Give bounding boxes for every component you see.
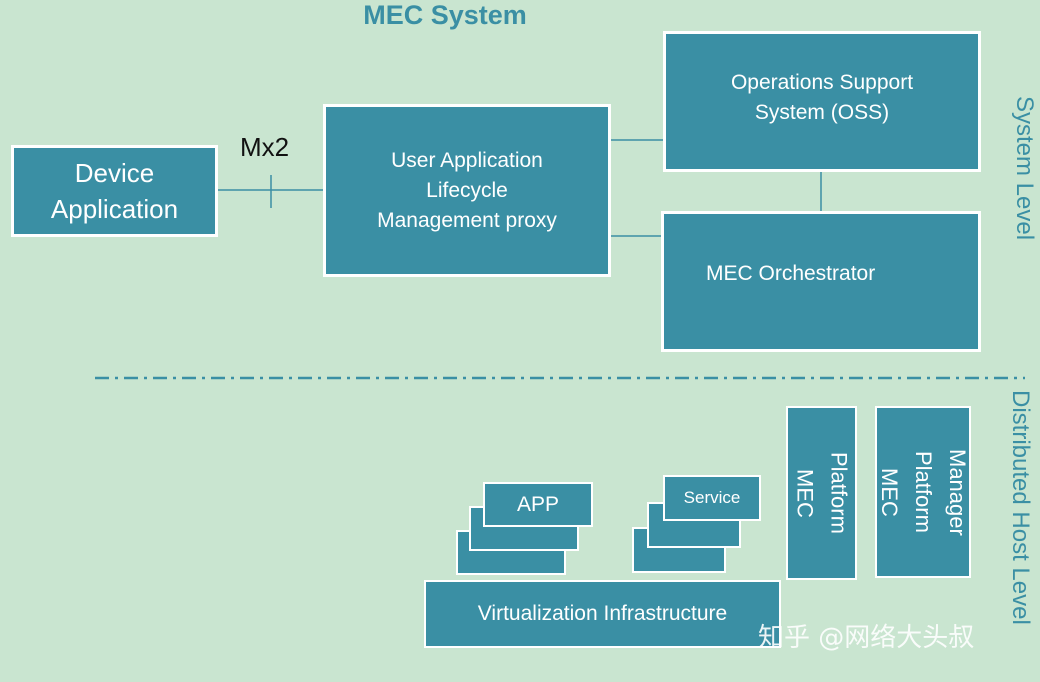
mec-platform-manager-label-line1: MEC xyxy=(877,467,902,517)
mec-platform-box: MEC Platform xyxy=(786,406,857,580)
watermark: 知乎 @网络大头叔 xyxy=(758,623,975,653)
service-box: Service xyxy=(663,475,761,521)
mec-platform-label-line2: Platform xyxy=(826,452,852,534)
app-box: APP xyxy=(483,482,593,527)
system-level-label: System Level xyxy=(1011,96,1038,241)
mec-orchestrator-label: MEC Orchestrator xyxy=(706,262,876,285)
ualm-proxy-box: User Application Lifecycle Management pr… xyxy=(323,104,611,277)
device-application-box: Device Application xyxy=(11,145,218,237)
diagram-title: MEC System xyxy=(363,0,527,30)
device-application-label: Device Application xyxy=(50,158,179,224)
mec-orchestrator-box: MEC Orchestrator xyxy=(661,211,981,352)
oss-box: Operations Support System (OSS) xyxy=(663,31,981,172)
service-label: Service xyxy=(683,488,741,507)
ualm-proxy-label: User Application Lifecycle Management pr… xyxy=(377,148,557,232)
distributed-host-level-label: Distributed Host Level xyxy=(1007,390,1034,625)
app-label: APP xyxy=(516,492,560,516)
virtualization-infrastructure-label: Virtualization Infrastructure xyxy=(477,602,728,625)
oss-label: Operations Support System (OSS) xyxy=(730,71,914,124)
mec-platform-manager-label-line3: Manager xyxy=(945,448,970,536)
virtualization-infrastructure-box: Virtualization Infrastructure xyxy=(424,580,781,648)
mec-platform-label-line1: MEC xyxy=(792,468,818,518)
mx2-label: Mx2 xyxy=(240,132,290,162)
mec-platform-manager-label-line2: Platform xyxy=(911,451,936,533)
mec-platform-manager-box: MEC Platform Manager xyxy=(875,406,971,578)
